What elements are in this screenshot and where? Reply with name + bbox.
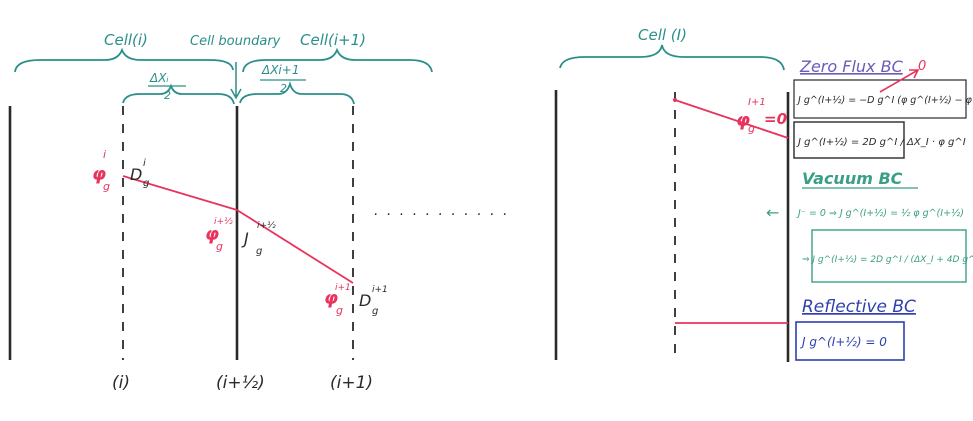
d-g-i-plus-1: D i+1 g bbox=[359, 285, 388, 317]
label-cell-i-plus-1: Cell(i+1) bbox=[300, 31, 366, 49]
brace-cell-i bbox=[14, 47, 234, 73]
zero-flux-arrow-target: 0 bbox=[918, 59, 926, 74]
vacuum-title: Vacuum BC bbox=[802, 169, 903, 188]
brace-half-dx-i bbox=[122, 83, 235, 105]
position-i: (i) bbox=[112, 373, 130, 393]
dx-i-label: ΔXᵢ bbox=[149, 71, 169, 85]
cell-braces bbox=[14, 44, 785, 105]
d-sub: g bbox=[143, 178, 149, 189]
cell-centerlines bbox=[122, 92, 676, 362]
position-i-half: (i+½) bbox=[216, 373, 265, 393]
phi-g-I-plus-1: φ I+1 g =0 bbox=[736, 97, 787, 135]
label-cell-i: Cell(i) bbox=[104, 31, 148, 49]
phi-g-i-plus-1: φ i+1 g bbox=[324, 283, 351, 317]
zero-flux-eq2: J g^(I+½) = 2D g^I / ΔX_I · φ g^I bbox=[796, 136, 966, 148]
phi-sub: g bbox=[748, 122, 755, 135]
phi-sup: I+1 bbox=[748, 97, 766, 108]
j-sup: i+½ bbox=[257, 221, 276, 231]
dx-i-over-2: ΔXᵢ 2 bbox=[148, 71, 186, 102]
flux-point-I bbox=[673, 98, 677, 102]
d-symbol: D bbox=[130, 165, 142, 184]
j-symbol: J bbox=[241, 229, 249, 248]
zero-flux-title: Zero Flux BC bbox=[799, 57, 904, 76]
dx-i-plus-1-label: ΔXi+1 bbox=[261, 63, 299, 77]
boundary-down-arrow bbox=[230, 62, 242, 100]
flux-segment-zero-flux bbox=[674, 99, 789, 139]
dx-i-plus-1-denominator: 2 bbox=[280, 82, 287, 95]
d-sup: i+1 bbox=[372, 285, 388, 295]
phi-sub: g bbox=[103, 180, 110, 193]
phi-g-i-half: φ i+½ g bbox=[205, 217, 233, 253]
reflective-title: Reflective BC bbox=[802, 297, 916, 317]
phi-symbol: φ bbox=[324, 288, 338, 309]
zero-flux-arrow bbox=[879, 69, 920, 93]
label-cell-boundary: Cell boundary bbox=[190, 34, 281, 49]
vacuum-left-arrow: ← bbox=[766, 203, 779, 222]
zero-flux-bc-panel: Zero Flux BC J g^(I+½) = −D g^I (φ g^(I+… bbox=[793, 57, 973, 159]
phi-sup: i bbox=[103, 148, 106, 161]
phi-sup: i+½ bbox=[214, 217, 233, 227]
phi-sup: i+1 bbox=[335, 283, 351, 293]
brace-half-dx-i-plus-1 bbox=[239, 80, 355, 105]
vacuum-eq1: J⁻ = 0 ⇒ J g^(I+½) = ½ φ g^(I+½) bbox=[796, 208, 964, 219]
d-g-i: D i g bbox=[130, 158, 149, 189]
d-sup: i bbox=[143, 158, 146, 169]
dx-i-plus-1-over-2: ΔXi+1 2 bbox=[260, 63, 306, 95]
zero-flux-eq1: J g^(I+½) = −D g^I (φ g^(I+½) − φ g^I) /… bbox=[796, 95, 973, 106]
zero-flux-eq2-box bbox=[793, 121, 905, 159]
flux-segment-i-plus-1 bbox=[236, 209, 354, 284]
phi-sub: g bbox=[336, 304, 343, 317]
phi-g-i: φ i g bbox=[92, 148, 110, 193]
phi-symbol: φ bbox=[736, 110, 750, 131]
cell-walls bbox=[8, 90, 790, 362]
reflective-bc-panel: Reflective BC J g^(I+½) = 0 bbox=[795, 297, 916, 361]
brace-cell-i-plus-1 bbox=[242, 47, 433, 73]
zero-flux-eq1-box bbox=[793, 79, 967, 119]
position-i-plus-1: (i+1) bbox=[330, 373, 373, 393]
reflective-eq-box bbox=[795, 321, 905, 361]
flux-segment-i bbox=[122, 175, 238, 211]
reflective-eq: J g^(I+½) = 0 bbox=[800, 335, 887, 349]
j-sub: g bbox=[256, 246, 262, 257]
phi-equals-zero: =0 bbox=[764, 110, 787, 128]
dx-i-denominator: 2 bbox=[164, 89, 171, 102]
d-sub: g bbox=[372, 306, 378, 317]
phi-sub: g bbox=[216, 240, 223, 253]
vacuum-bc-panel: Vacuum BC ← J⁻ = 0 ⇒ J g^(I+½) = ½ φ g^(… bbox=[766, 169, 973, 283]
flux-profile bbox=[122, 99, 789, 324]
vacuum-eq2-box bbox=[811, 229, 967, 283]
label-cell-I: Cell (I) bbox=[638, 26, 687, 44]
d-symbol: D bbox=[359, 291, 371, 310]
vacuum-eq2: ⇒ J g^(I+½) = 2D g^I / (ΔX_I + 4D g^I) ·… bbox=[802, 255, 973, 265]
brace-cell-I bbox=[559, 44, 785, 71]
j-g-i-half: J i+½ g bbox=[241, 221, 276, 257]
phi-symbol: φ bbox=[205, 224, 219, 245]
dotted-separator: . . . . . . . . . . . bbox=[374, 203, 509, 219]
phi-symbol: φ bbox=[92, 164, 106, 185]
